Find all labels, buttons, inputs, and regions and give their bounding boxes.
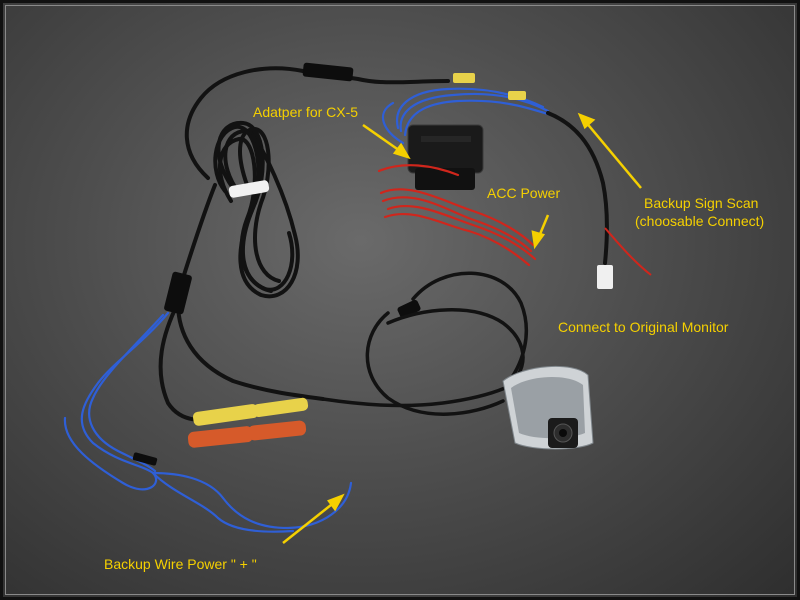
blue-wire-clip [132, 452, 158, 466]
yellow-spade-connector [453, 73, 475, 83]
acc-power-label: ACC Power [487, 185, 561, 201]
rca-plugs [187, 397, 309, 448]
backup-wire-label: Backup Wire Power " + " [104, 556, 257, 572]
yellow-spade-connector-2 [508, 91, 526, 100]
white-monitor-plug [597, 265, 613, 289]
backup-sign-scan-label: Backup Sign Scan [644, 195, 759, 211]
main-harness-cable [158, 66, 450, 422]
inline-connector-left [164, 271, 192, 315]
white-cable-tie [228, 180, 270, 198]
acc-power-red-wires [377, 164, 537, 267]
adapter-label: Adatper for CX-5 [253, 104, 359, 120]
cx5-adapter-box [407, 124, 484, 190]
inline-connector-top [302, 62, 354, 82]
camera-cable [321, 271, 529, 416]
monitor-cable [546, 111, 609, 265]
annotation-arrows [282, 112, 642, 544]
choosable-connect-label: (choosable Connect) [635, 213, 765, 229]
black-cable-coil [213, 120, 300, 299]
connect-monitor-label: Connect to Original Monitor [558, 319, 729, 335]
ferrite-connector [397, 299, 421, 319]
backup-camera [502, 365, 594, 450]
product-photo [63, 62, 652, 544]
red-sign-wire [604, 227, 652, 276]
